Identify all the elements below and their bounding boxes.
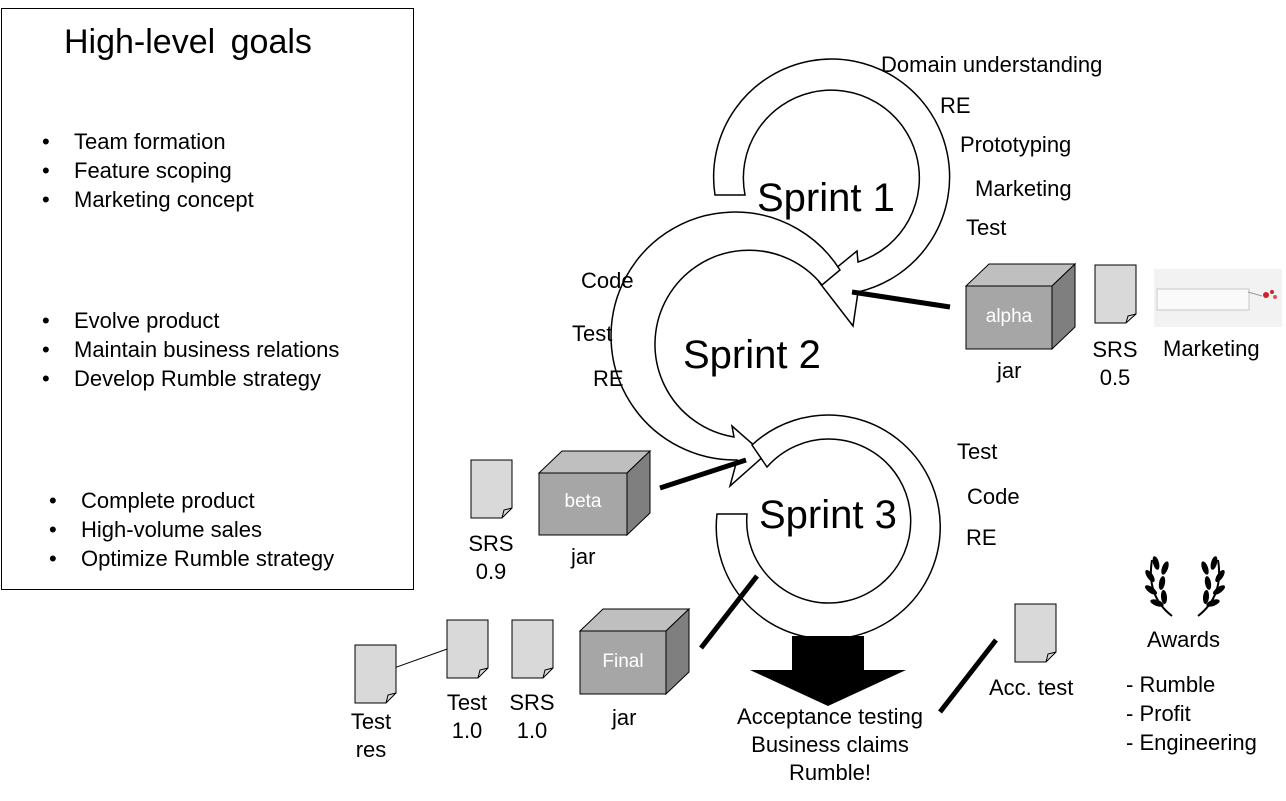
final-jar-cube	[578, 607, 691, 696]
goals-list-2: Evolve product Maintain business relatio…	[42, 306, 339, 393]
srs-05-caption: SRS 0.5	[1085, 336, 1145, 392]
laurel-wreath-icon	[1145, 556, 1225, 617]
award-item: - Rumble	[1126, 672, 1216, 697]
sprint3-label: Sprint 3	[759, 493, 897, 537]
srs-05-document-icon	[1094, 264, 1137, 324]
award-item: - Profit	[1126, 701, 1191, 726]
acctest-caption: Acc. test	[989, 675, 1074, 700]
acctest-connector	[938, 638, 998, 714]
sprint2-label: Sprint 2	[683, 333, 821, 377]
testres-document-icon	[354, 644, 397, 704]
goal-item: Develop Rumble strategy	[42, 364, 339, 393]
alpha-jar-caption: jar	[997, 358, 1022, 383]
goal-item: Maintain business relations	[42, 335, 339, 364]
test-10-document-icon	[446, 619, 489, 679]
beta-jar-caption: jar	[571, 544, 596, 569]
final-jar-caption: jar	[612, 705, 637, 730]
srs-05-line1: SRS	[1092, 337, 1138, 362]
testres-caption: Test res	[341, 708, 401, 764]
goal-item: Optimize Rumble strategy	[49, 544, 334, 573]
awards-list: - Rumble - Profit - Engineering	[1126, 670, 1257, 757]
down-arrow	[750, 636, 906, 706]
outcome-line: Business claims	[751, 732, 909, 757]
goals-list-3: Complete product High-volume sales Optim…	[49, 486, 334, 573]
alpha-connector	[851, 289, 951, 310]
sprint3-activity: Test	[957, 439, 998, 464]
sprint1-activity: Marketing	[975, 176, 1072, 201]
awards-title: Awards	[1147, 627, 1220, 652]
sprint2-activity: RE	[593, 366, 624, 391]
sprint1-activity: Prototyping	[960, 132, 1072, 157]
alpha-box-label: alpha	[985, 306, 1033, 327]
award-item: - Engineering	[1126, 730, 1257, 755]
beta-connector	[659, 457, 747, 491]
beta-box-label: beta	[564, 491, 602, 512]
final-box-label: Final	[602, 651, 644, 672]
outcome-line: Rumble!	[789, 760, 871, 785]
goals-list-1: Team formation Feature scoping Marketing…	[42, 127, 254, 214]
beta-jar-cube	[537, 449, 652, 537]
test-10-caption: Test 1.0	[437, 689, 497, 745]
testres-line1: Test	[350, 709, 392, 734]
final-connector	[699, 574, 759, 650]
goal-item: High-volume sales	[49, 515, 334, 544]
goals-panel: High-level goals Team formation Feature …	[1, 8, 414, 590]
sprint1-activity: RE	[940, 93, 971, 118]
sprint3-activity: Code	[967, 484, 1020, 509]
srs-05-line2: 0.5	[1099, 365, 1131, 390]
sprint1-activity: Test	[966, 215, 1007, 240]
sprint1-cycle-arrow	[712, 58, 951, 328]
outcome-line: Acceptance testing	[737, 704, 923, 729]
test-10-line2: 1.0	[451, 718, 483, 743]
goal-item: Evolve product	[42, 306, 339, 335]
srs-10-document-icon	[511, 619, 554, 679]
acctest-document-icon	[1014, 603, 1057, 663]
marketing-thumbnail-image	[1154, 269, 1282, 327]
srs-10-line1: SRS	[509, 690, 555, 715]
outcome-text: Acceptance testing Business claims Rumbl…	[710, 703, 950, 787]
marketing-caption: Marketing	[1163, 336, 1260, 361]
goal-item: Marketing concept	[42, 185, 254, 214]
sprint2-activity: Test	[572, 321, 613, 346]
goal-item: Team formation	[42, 127, 254, 156]
alpha-jar-cube	[964, 262, 1077, 351]
srs-09-caption: SRS 0.9	[461, 530, 521, 586]
goal-item: Complete product	[49, 486, 334, 515]
srs-10-line2: 1.0	[516, 718, 548, 743]
test-10-line1: Test	[446, 690, 488, 715]
sprint3-cycle-arrow	[715, 414, 941, 640]
sprint2-activity: Code	[581, 268, 634, 293]
testres-line2: res	[355, 737, 387, 762]
srs-09-document-icon	[470, 459, 513, 519]
srs-09-line2: 0.9	[475, 559, 507, 584]
sprint1-activity: Domain understanding	[881, 52, 1103, 77]
goals-title: High-level goals	[64, 23, 312, 61]
srs-09-line1: SRS	[468, 531, 514, 556]
srs-10-caption: SRS 1.0	[502, 689, 562, 745]
sprint3-activity: RE	[966, 525, 997, 550]
sprint2-cycle-arrow	[610, 211, 841, 489]
sprint1-label: Sprint 1	[757, 176, 895, 220]
goal-item: Feature scoping	[42, 156, 254, 185]
